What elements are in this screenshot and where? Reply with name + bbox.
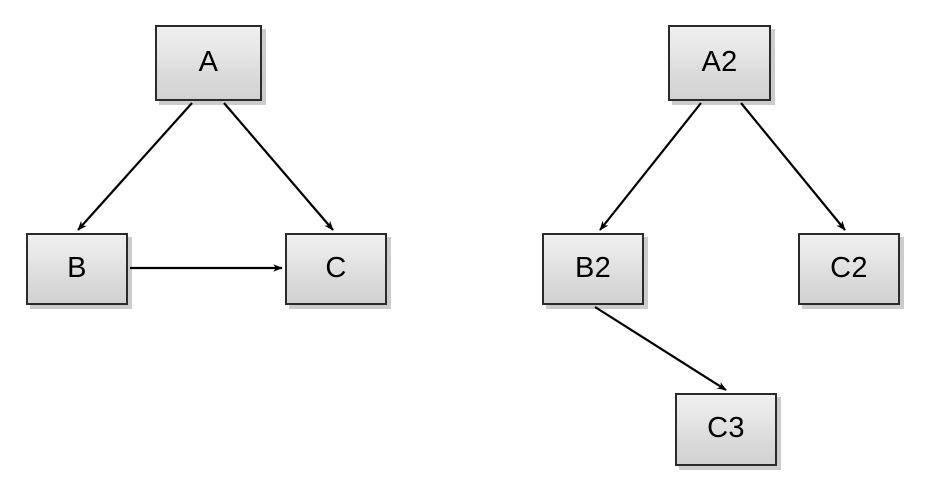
node-label: B — [67, 251, 87, 284]
edge-a2-to-c2 — [740, 102, 846, 231]
edge-b2-to-c3 — [594, 306, 727, 391]
node-label: C3 — [707, 412, 745, 444]
node-label: A — [198, 45, 219, 78]
node-a[interactable]: A — [155, 25, 262, 101]
node-label: C — [325, 251, 347, 284]
node-b2[interactable]: B2 — [542, 233, 644, 305]
node-c3[interactable]: C3 — [675, 393, 777, 466]
node-c2[interactable]: C2 — [798, 233, 900, 305]
node-label: A2 — [701, 45, 738, 78]
node-c[interactable]: C — [285, 233, 387, 305]
node-a2[interactable]: A2 — [668, 25, 771, 101]
node-b[interactable]: B — [26, 233, 128, 305]
edges-group — [77, 102, 846, 391]
node-label: B2 — [574, 251, 612, 284]
edge-a-to-c — [223, 102, 334, 231]
node-label: C2 — [830, 251, 868, 284]
edge-a-to-b — [77, 102, 193, 231]
edge-a2-to-b2 — [599, 102, 702, 231]
